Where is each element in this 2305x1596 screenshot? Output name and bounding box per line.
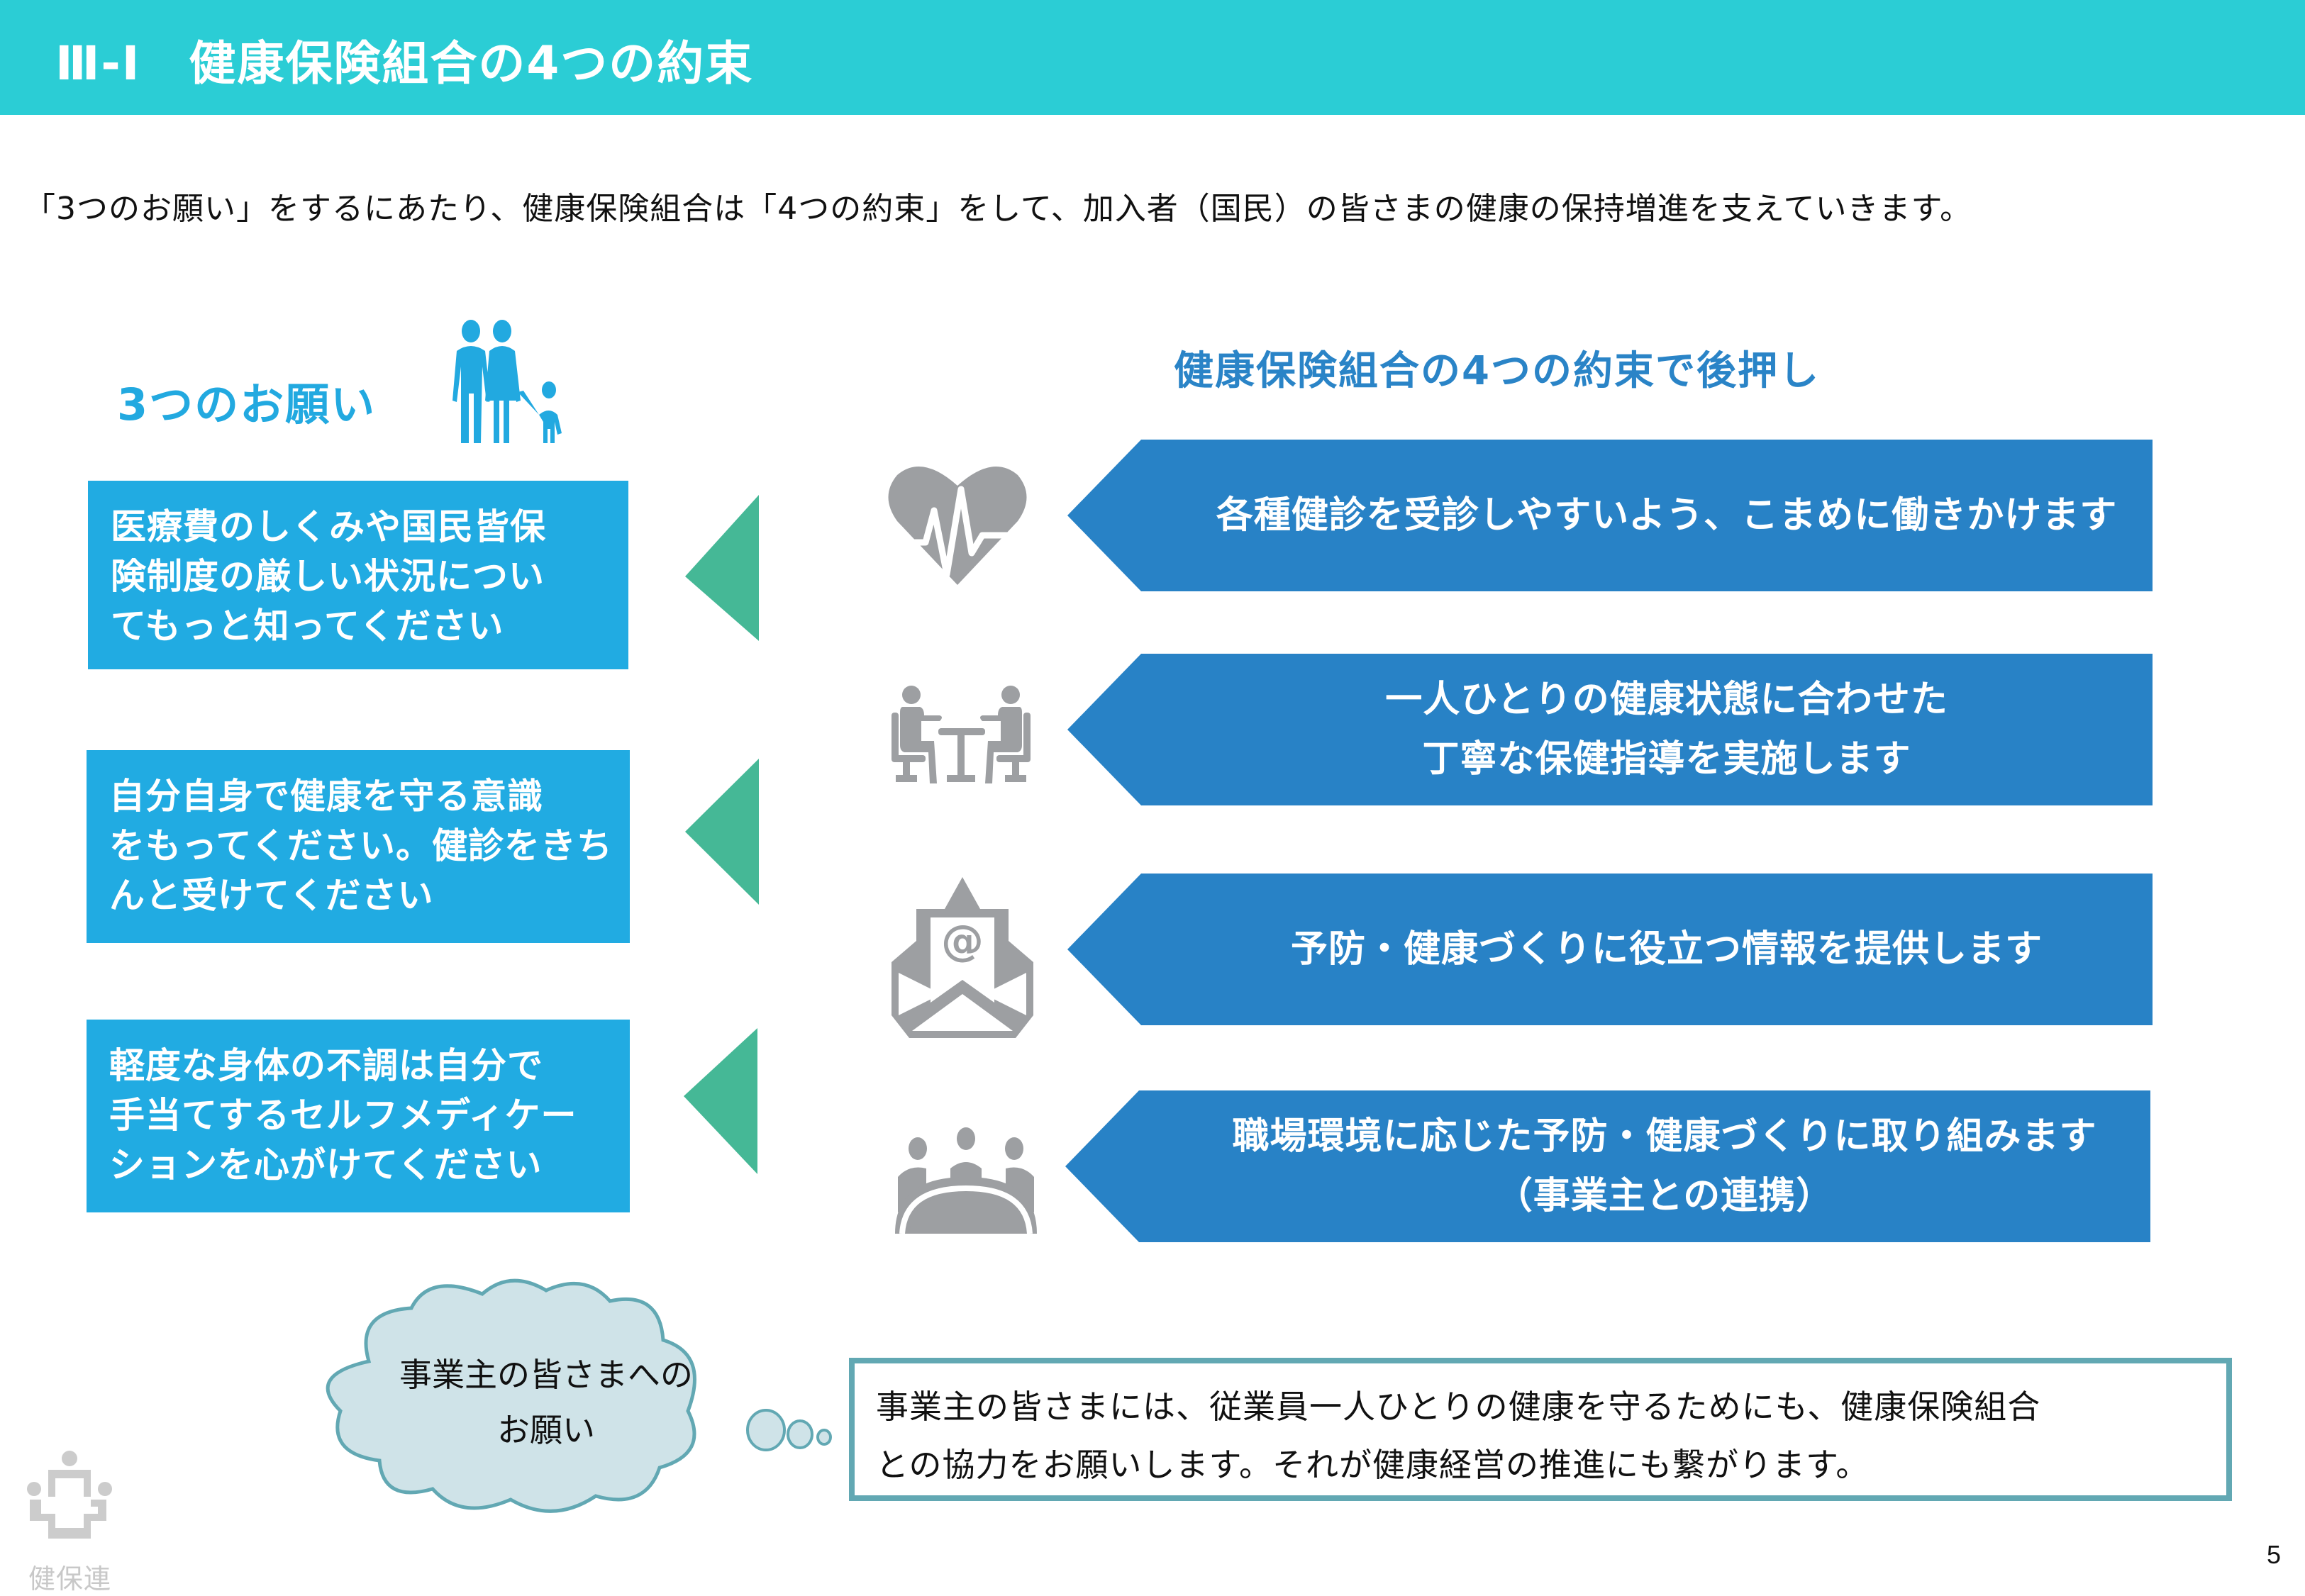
email-icon: @: [892, 877, 1033, 1038]
arrow-left-icon: [684, 1028, 757, 1174]
cloud-text-line: 事業主の皆さまへの: [399, 1356, 693, 1394]
employer-message-line: 事業主の皆さまには、従業員一人ひとりの健康を守るためにも、健康保険組合: [876, 1388, 2041, 1426]
cloud-text-line: お願い: [497, 1411, 595, 1449]
promise-text-line: 丁寧な保健指導を実施します: [1422, 738, 1911, 781]
thought-cloud: [326, 1278, 696, 1513]
svg-text:@: @: [941, 916, 984, 966]
page-title: Ⅲ-Ⅰ 健康保険組合の4つの約束: [55, 36, 754, 91]
promise-text-line: 職場環境に応じた予防・健康づくりに取り組みます: [1232, 1115, 2097, 1158]
thought-bubbles: [746, 1409, 832, 1451]
page-number: 5: [2267, 1540, 2282, 1569]
request-text-line: 医療費のしくみや国民皆保: [111, 506, 546, 547]
request-item: 自分自身で健康を守る意識 をもってください。健診をきち んと受けてください: [87, 750, 630, 943]
promise-banner-shape: [1067, 654, 2153, 805]
kenporen-logo-icon: [27, 1451, 112, 1539]
consultation-icon: [892, 686, 1031, 783]
promise-item: 予防・健康づくりに役立つ情報を提供します: [1067, 874, 2153, 1025]
promise-text-line: 各種健診を受診しやすいよう、こまめに働きかけます: [1216, 494, 2118, 537]
arrow-left-icon: [685, 759, 759, 905]
request-item: 医療費のしくみや国民皆保 険制度の厳しい状況につい てもっと知ってください: [88, 481, 628, 669]
promise-banner-shape: [1067, 874, 2153, 1025]
promises-heading: 健康保険組合の4つの約束で後押し: [1174, 348, 1820, 394]
promise-text-line: 一人ひとりの健康状態に合わせた: [1385, 679, 1948, 721]
request-text-line: 険制度の厳しい状況につい: [111, 556, 545, 597]
cloud-text: 事業主の皆さまへの お願い: [326, 1347, 766, 1458]
requests-heading: 3つのお願い: [117, 379, 377, 430]
heart-pulse-icon: [888, 467, 1027, 585]
request-text-line: 手当てするセルフメディケー: [109, 1095, 577, 1136]
request-text-line: んと受けてください: [109, 875, 434, 916]
request-text-line: てもっと知ってください: [111, 606, 504, 647]
request-item: 軽度な身体の不調は自分で 手当てするセルフメディケー ションを心がけてください: [87, 1020, 630, 1212]
logo-text: 健保連: [28, 1563, 112, 1595]
promise-item: 職場環境に応じた予防・健康づくりに取り組みます （事業主との連携）: [1065, 1090, 2150, 1242]
promise-text-line: 予防・健康づくりに役立つ情報を提供します: [1290, 928, 2043, 971]
promise-text-line: （事業主との連携）: [1495, 1175, 1834, 1217]
family-icon: [452, 320, 562, 443]
employer-message-line: との協力をお願いします。それが健康経営の推進にも繋がります。: [876, 1446, 1870, 1484]
request-text-line: ションを心がけてください: [109, 1144, 543, 1185]
request-text-line: 軽度な身体の不調は自分で: [109, 1045, 543, 1086]
promise-item: 各種健診を受診しやすいよう、こまめに働きかけます: [1067, 440, 2153, 591]
promise-item: 一人ひとりの健康状態に合わせた 丁寧な保健指導を実施します: [1067, 654, 2153, 805]
request-text-line: 自分自身で健康を守る意識: [109, 776, 543, 817]
intro-text: 「3つのお願い」をするにあたり、健康保険組合は「4つの約束」をして、加入者（国民…: [24, 191, 1972, 227]
request-text-line: をもってください。健診をきち: [109, 825, 613, 866]
employer-message-box: 事業主の皆さまには、従業員一人ひとりの健康を守るためにも、健康保険組合 との協力…: [849, 1358, 2232, 1501]
header-bar: [0, 0, 2305, 115]
promise-banner-shape: [1067, 440, 2153, 591]
arrow-left-icon: [685, 495, 759, 641]
group-meeting-icon: [895, 1127, 1037, 1234]
promise-banner-shape: [1065, 1090, 2150, 1242]
